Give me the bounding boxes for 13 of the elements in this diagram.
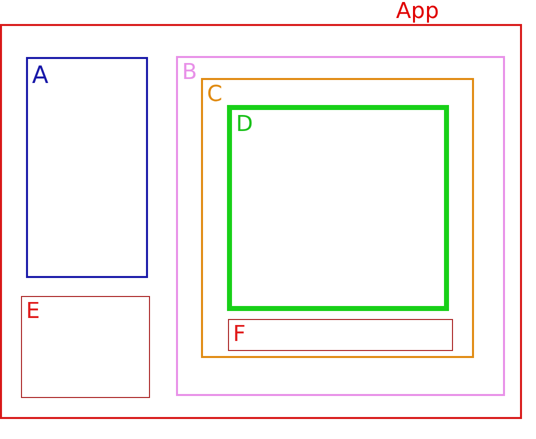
container-box (21, 296, 150, 398)
box-label: F (233, 324, 246, 346)
box-label: App (396, 1, 439, 23)
box-label: E (26, 301, 40, 323)
container-box (201, 78, 474, 358)
box-label: A (32, 63, 48, 87)
box-label: B (182, 62, 198, 84)
box-label: C (207, 84, 222, 106)
box-label: D (236, 114, 253, 136)
container-box (176, 56, 505, 396)
container-box (227, 105, 449, 311)
container-box (228, 319, 453, 351)
container-box (26, 57, 148, 278)
